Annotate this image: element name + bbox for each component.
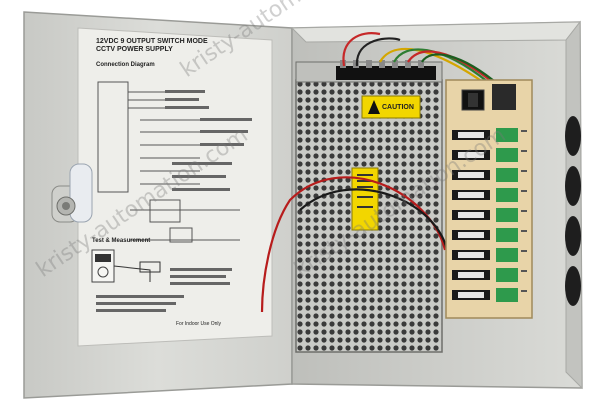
multimeter-sketch <box>91 249 161 283</box>
internal-wiring <box>260 32 501 313</box>
indoor-use-footer: For Indoor Use Only <box>176 321 222 327</box>
open-door <box>23 11 293 399</box>
door-label-heading-line1: 12VDC 9 OUTPUT SWITCH MODE <box>96 38 208 45</box>
door-label-heading-line2: CCTV POWER SUPPLY <box>96 46 173 53</box>
wiring-diagram <box>97 81 240 243</box>
connection-diagram-heading: Connection Diagram <box>96 62 155 68</box>
caution-sticker <box>361 95 421 119</box>
power-switch-icon[interactable] <box>461 89 485 111</box>
input-terminal <box>492 84 516 110</box>
caution-text: CAUTION <box>382 104 414 111</box>
output-terminals[interactable] <box>496 128 518 302</box>
caution-icon <box>368 100 380 114</box>
distribution-board <box>445 79 533 319</box>
fuse-icon[interactable] <box>452 130 490 300</box>
cable-knockouts <box>565 116 581 306</box>
diagram-small-text <box>96 90 252 312</box>
test-measurement-heading: Test & Measurement <box>92 238 151 244</box>
psu-module <box>295 60 443 353</box>
door-lock-icon[interactable] <box>51 163 93 223</box>
pcb-marks <box>521 130 527 292</box>
